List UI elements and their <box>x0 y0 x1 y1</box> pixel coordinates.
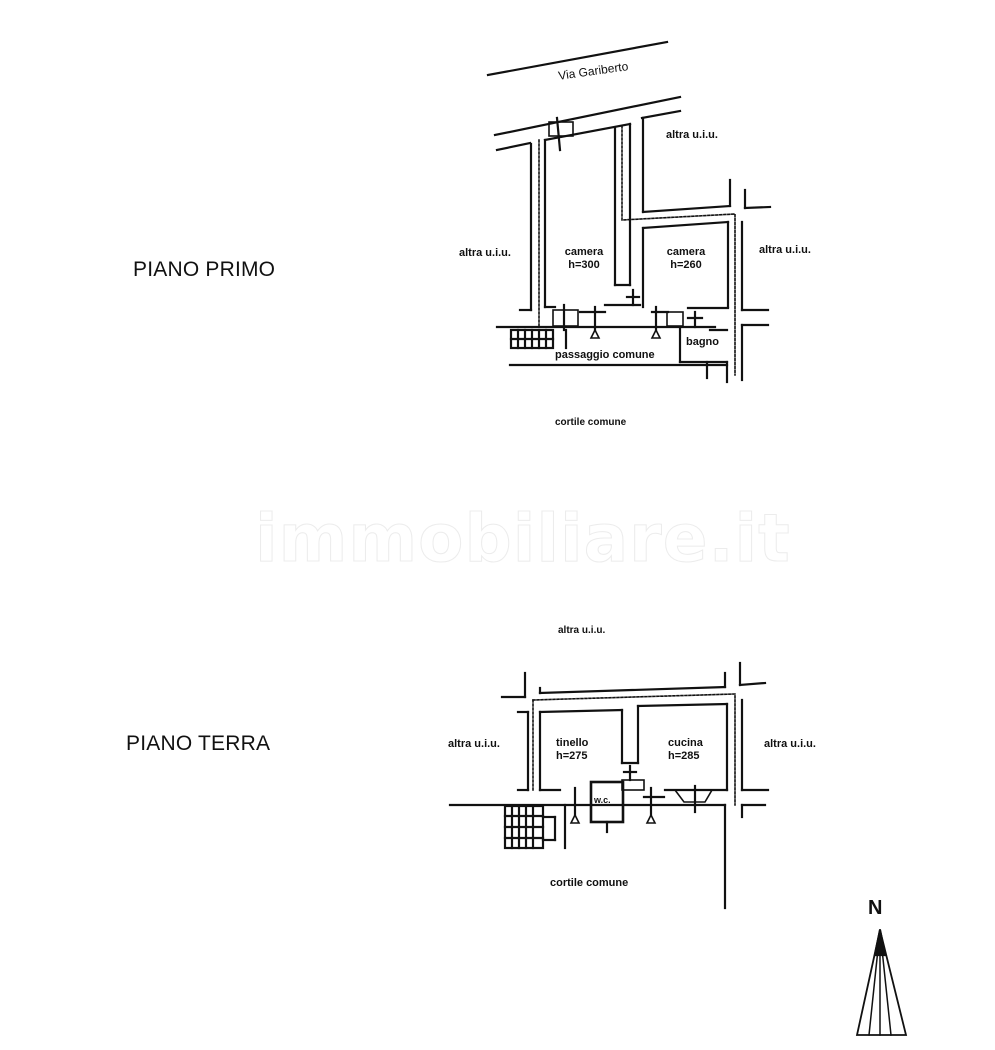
courtyard-label: cortile comune <box>555 417 627 428</box>
room-height-dining: h=275 <box>556 750 588 762</box>
room-height-bedroom: h=300 <box>568 259 600 271</box>
neighbor-unit-label: altra u.i.u. <box>759 244 811 256</box>
room-label-bedroom: camera <box>666 246 706 258</box>
room-label-dining: tinello <box>556 737 589 749</box>
neighbor-unit-label: altra u.i.u. <box>666 129 718 141</box>
room-label-kitchen: cucina <box>668 737 703 749</box>
room-label-bedroom: camera <box>564 246 604 258</box>
room-height-kitchen: h=285 <box>668 750 700 762</box>
corridor-label: passaggio comune <box>555 349 655 361</box>
room-label-wc: w.c. <box>594 795 611 805</box>
neighbor-unit-label: altra u.i.u. <box>764 738 816 750</box>
floor-title-ground: PIANO TERRA <box>126 732 271 755</box>
first-floor-plan <box>486 40 772 384</box>
room-height-bedroom: h=260 <box>670 259 702 271</box>
ground-floor-plan <box>448 661 770 910</box>
floor-title-first: PIANO PRIMO <box>133 258 276 281</box>
courtyard-label: cortile comune <box>550 877 629 889</box>
north-label: N <box>868 897 883 919</box>
neighbor-unit-label: altra u.i.u. <box>558 625 606 636</box>
neighbor-unit-label: altra u.i.u. <box>459 247 511 259</box>
watermark-logo: immobiliare.it <box>255 500 791 578</box>
neighbor-unit-label: altra u.i.u. <box>448 738 500 750</box>
north-arrow-icon <box>855 929 908 1036</box>
room-label-bathroom: bagno <box>686 336 719 348</box>
